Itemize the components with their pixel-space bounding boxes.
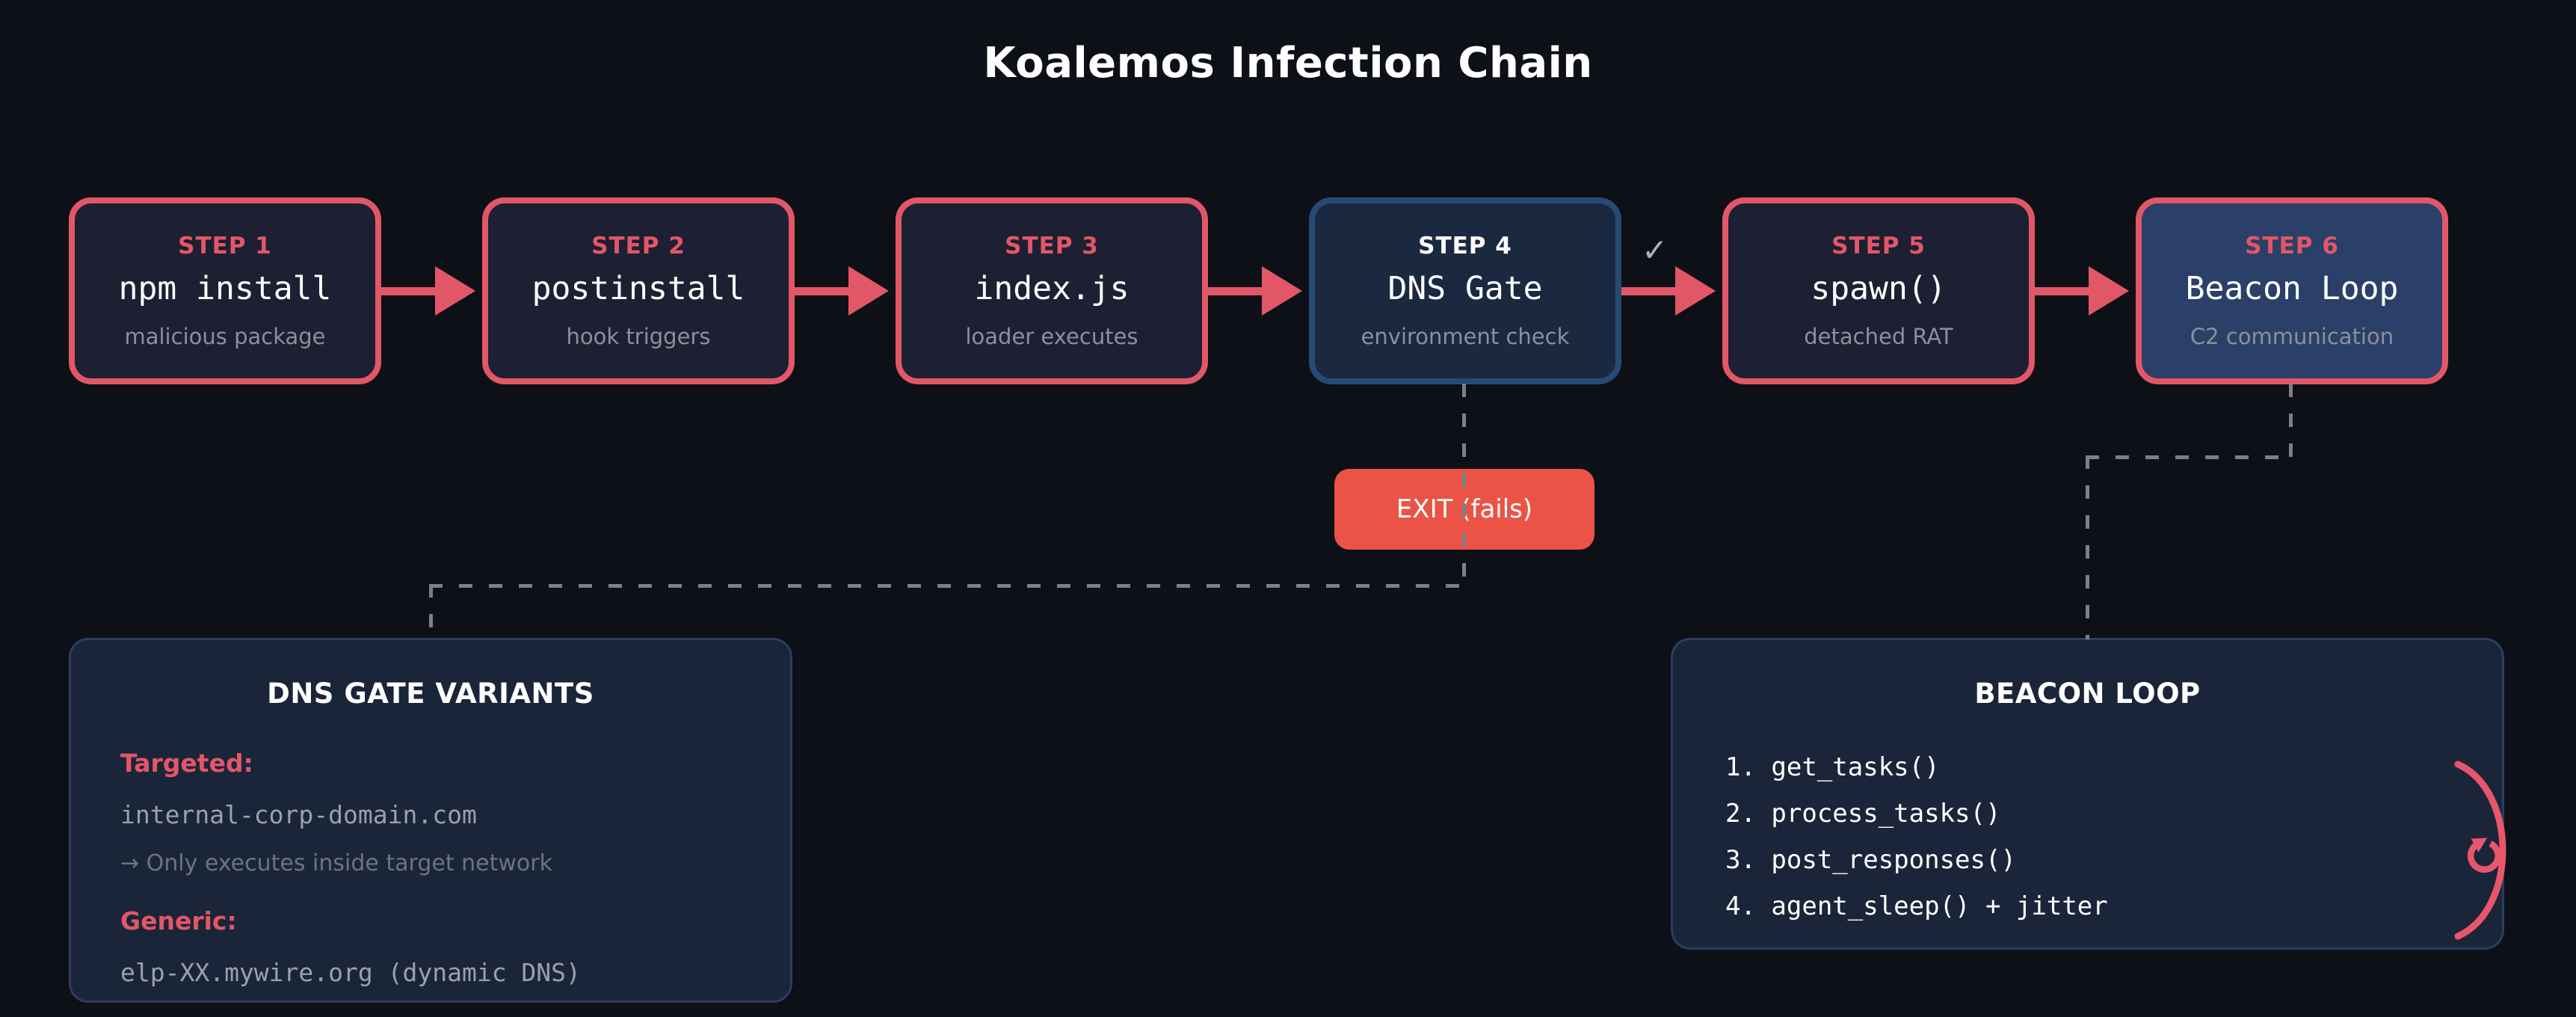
list-item: 3. post_responses()	[1725, 845, 2016, 875]
panel-title: BEACON LOOP	[1974, 678, 2201, 710]
flow-arrow-icon	[1621, 197, 1722, 384]
flow-arrow-icon	[1208, 197, 1309, 384]
step-node-2: STEP 2 postinstall hook triggers	[482, 197, 795, 384]
step-name: DNS Gate	[1387, 270, 1543, 307]
panel-title: DNS GATE VARIANTS	[267, 678, 594, 710]
loop-refresh-icon	[2467, 838, 2502, 873]
list-item: 2. process_tasks()	[1725, 799, 2001, 829]
step-name: index.js	[974, 270, 1130, 307]
targeted-note: → Only executes inside target network	[120, 850, 552, 876]
dashed-connector-step6-down	[2289, 384, 2293, 458]
flow-arrow-icon	[2035, 197, 2136, 384]
step-label: STEP 6	[2245, 233, 2339, 259]
dashed-connector-into-beacon-panel	[2086, 455, 2089, 639]
step-name: spawn()	[1811, 270, 1947, 307]
step-node-4-dns-gate: STEP 4 DNS Gate environment check	[1309, 197, 1621, 384]
beacon-step-list: 1. get_tasks() 2. process_tasks() 3. pos…	[1725, 744, 2450, 930]
flow-arrow-icon	[381, 197, 482, 384]
list-item: 4. agent_sleep() + jitter	[1725, 891, 2108, 921]
generic-label: Generic:	[120, 906, 237, 935]
step-node-3: STEP 3 index.js loader executes	[896, 197, 1208, 384]
dashed-connector-to-dns-panel	[429, 584, 1466, 588]
step-label: STEP 2	[591, 233, 685, 259]
step-name: npm install	[118, 270, 332, 307]
step-label: STEP 5	[1831, 233, 1926, 259]
step-label: STEP 3	[1005, 233, 1099, 259]
step-name: Beacon Loop	[2185, 270, 2399, 307]
step-name: postinstall	[531, 270, 745, 307]
generic-domain: elp-XX.mywire.org (dynamic DNS)	[120, 958, 581, 987]
targeted-domain: internal-corp-domain.com	[120, 800, 477, 829]
step-node-6-beacon-loop: STEP 6 Beacon Loop C2 communication	[2136, 197, 2448, 384]
step-desc: environment check	[1361, 324, 1570, 349]
beacon-loop-panel: BEACON LOOP 1. get_tasks() 2. process_ta…	[1671, 638, 2504, 950]
targeted-label: Targeted:	[120, 749, 253, 778]
step-label: STEP 1	[178, 233, 272, 259]
dashed-connector-into-dns-panel	[429, 584, 433, 639]
step-label: STEP 4	[1418, 233, 1512, 259]
step-desc: detached RAT	[1804, 324, 1953, 349]
loop-arc-icon	[2454, 761, 2506, 940]
step-desc: hook triggers	[566, 324, 711, 349]
dashed-connector-to-beacon-panel	[2086, 455, 2293, 459]
step-node-1: STEP 1 npm install malicious package	[69, 197, 381, 384]
dashed-connector-step4-to-exit	[1462, 384, 1466, 587]
dns-gate-variants-panel: DNS GATE VARIANTS Targeted: internal-cor…	[69, 638, 792, 1003]
step-desc: loader executes	[965, 324, 1138, 349]
list-item: 1. get_tasks()	[1725, 752, 1940, 782]
step-desc: C2 communication	[2190, 324, 2394, 349]
step-desc: malicious package	[124, 324, 326, 349]
page-title: Koalemos Infection Chain	[983, 39, 1593, 87]
check-icon: ✓	[1642, 232, 1668, 268]
step-node-5: STEP 5 spawn() detached RAT	[1722, 197, 2035, 384]
flow-arrow-icon	[795, 197, 896, 384]
